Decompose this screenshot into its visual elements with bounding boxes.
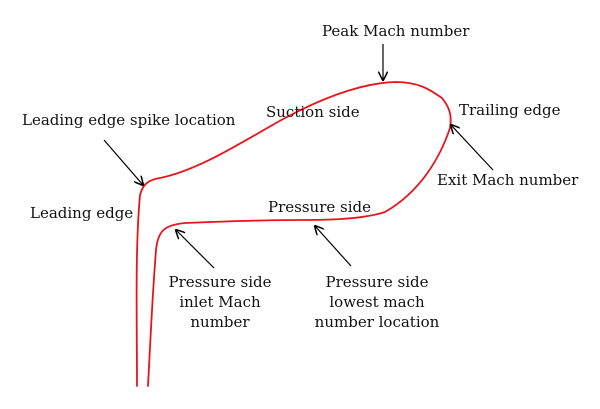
mach-number-curve [135, 81, 452, 387]
label-ps-lowest-line2: lowest mach [329, 293, 425, 311]
label-pressure-side: Pressure side [268, 198, 371, 216]
label-peak-mach: Peak Mach number [322, 22, 470, 40]
arrow-exit-mach [451, 125, 494, 171]
label-ps-lowest-line1: Pressure side [326, 273, 429, 291]
arrow-ps-inlet [176, 230, 215, 269]
label-exit-mach: Exit Mach number [437, 171, 579, 189]
label-suction-side: Suction side [266, 103, 360, 121]
label-ps-inlet-line2: inlet Mach [179, 293, 261, 311]
label-ps-inlet-line3: number [190, 313, 250, 331]
arrow-leading-edge-spike [103, 139, 143, 185]
label-trailing-edge: Trailing edge [459, 101, 561, 119]
label-leading-edge-spike: Leading edge spike location [22, 111, 236, 129]
arrow-ps-lowest [315, 226, 352, 267]
label-ps-inlet-line1: Pressure side [169, 273, 272, 291]
label-ps-lowest-line3: number location [315, 313, 440, 331]
label-leading-edge: Leading edge [30, 204, 133, 222]
